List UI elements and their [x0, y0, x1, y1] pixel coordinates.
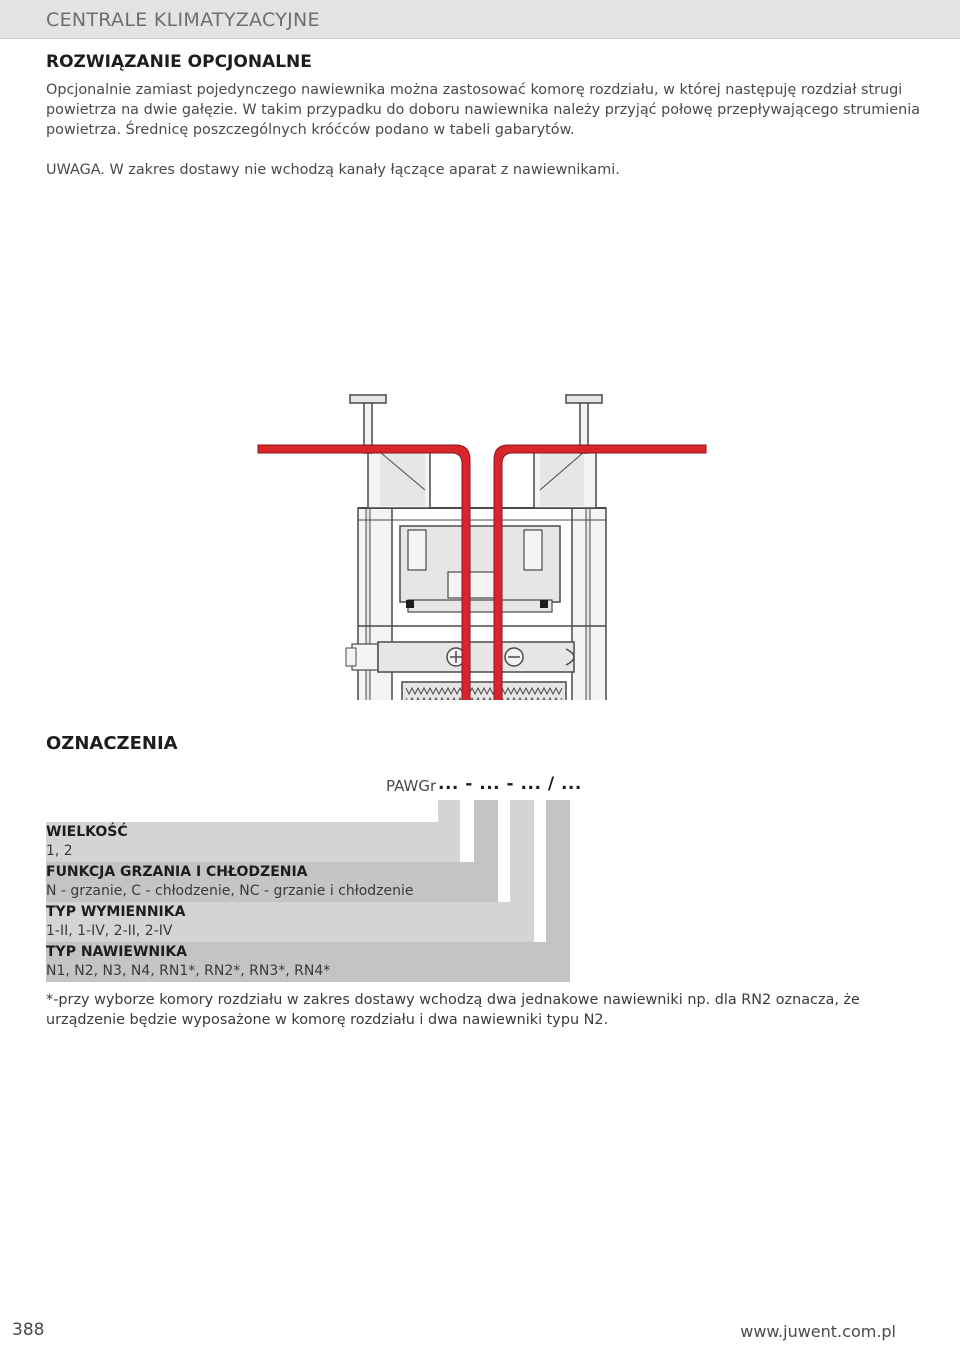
intro-line: powietrza na dwie gałęzie. W takim przyp…	[46, 102, 921, 118]
top-outlets	[349, 394, 603, 454]
option-value-size: 1, 2	[46, 843, 73, 859]
fan-assembly	[399, 525, 561, 613]
heat-exchanger	[401, 681, 567, 700]
top-plenum	[367, 447, 597, 509]
header-band: CENTRALE KLIMATYZACYJNE	[0, 0, 960, 39]
option-head-function: FUNKCJA GRZANIA I CHŁODZENIA	[46, 864, 308, 880]
intro-paragraph: Opcjonalnie zamiast pojedynczego nawiewn…	[46, 80, 926, 140]
airflow-path	[257, 444, 707, 700]
option-head-diffuser: TYP NAWIEWNIKA	[46, 944, 188, 960]
footnote: *-przy wyborze komory rozdziału w zakres…	[46, 992, 860, 1028]
header-title: CENTRALE KLIMATYZACYJNE	[46, 9, 320, 31]
page-number: 388	[12, 1320, 45, 1340]
code-bar-function	[474, 800, 498, 902]
intro-line: powietrza. Średnicę poszczególnych króćc…	[46, 122, 575, 138]
option-value-function: N - grzanie, C - chłodzenie, NC - grzani…	[46, 883, 414, 899]
option-band-function	[46, 862, 498, 902]
option-band-diffuser	[46, 942, 570, 982]
side-connectors	[345, 647, 357, 667]
option-value-diffuser: N1, N2, N3, N4, RN1*, RN2*, RN3*, RN4*	[46, 963, 331, 979]
code-pattern: ... - ... - ... / ...	[438, 774, 582, 794]
section-title: ROZWIĄZANIE OPCJONALNE	[46, 52, 312, 72]
website-link[interactable]: www.juwent.com.pl	[740, 1322, 896, 1341]
option-band-size	[46, 822, 438, 862]
code-bar-diffuser	[546, 800, 570, 982]
option-head-size: WIELKOŚĆ	[46, 824, 128, 840]
code-bar-size	[438, 800, 460, 862]
option-value-exchanger: 1-II, 1-IV, 2-II, 2-IV	[46, 923, 173, 939]
delivery-note: UWAGA. W zakres dostawy nie wchodzą kana…	[46, 162, 620, 178]
option-head-exchanger: TYP WYMIENNIKA	[46, 904, 186, 920]
code-bar-exchanger	[510, 800, 534, 942]
code-prefix: PAWGr	[386, 777, 437, 795]
designations-title: OZNACZENIA	[46, 733, 178, 754]
option-band-exchanger	[46, 902, 534, 942]
distribution-chamber-diagram	[257, 394, 707, 700]
intro-line: Opcjonalnie zamiast pojedynczego nawiewn…	[46, 82, 903, 98]
